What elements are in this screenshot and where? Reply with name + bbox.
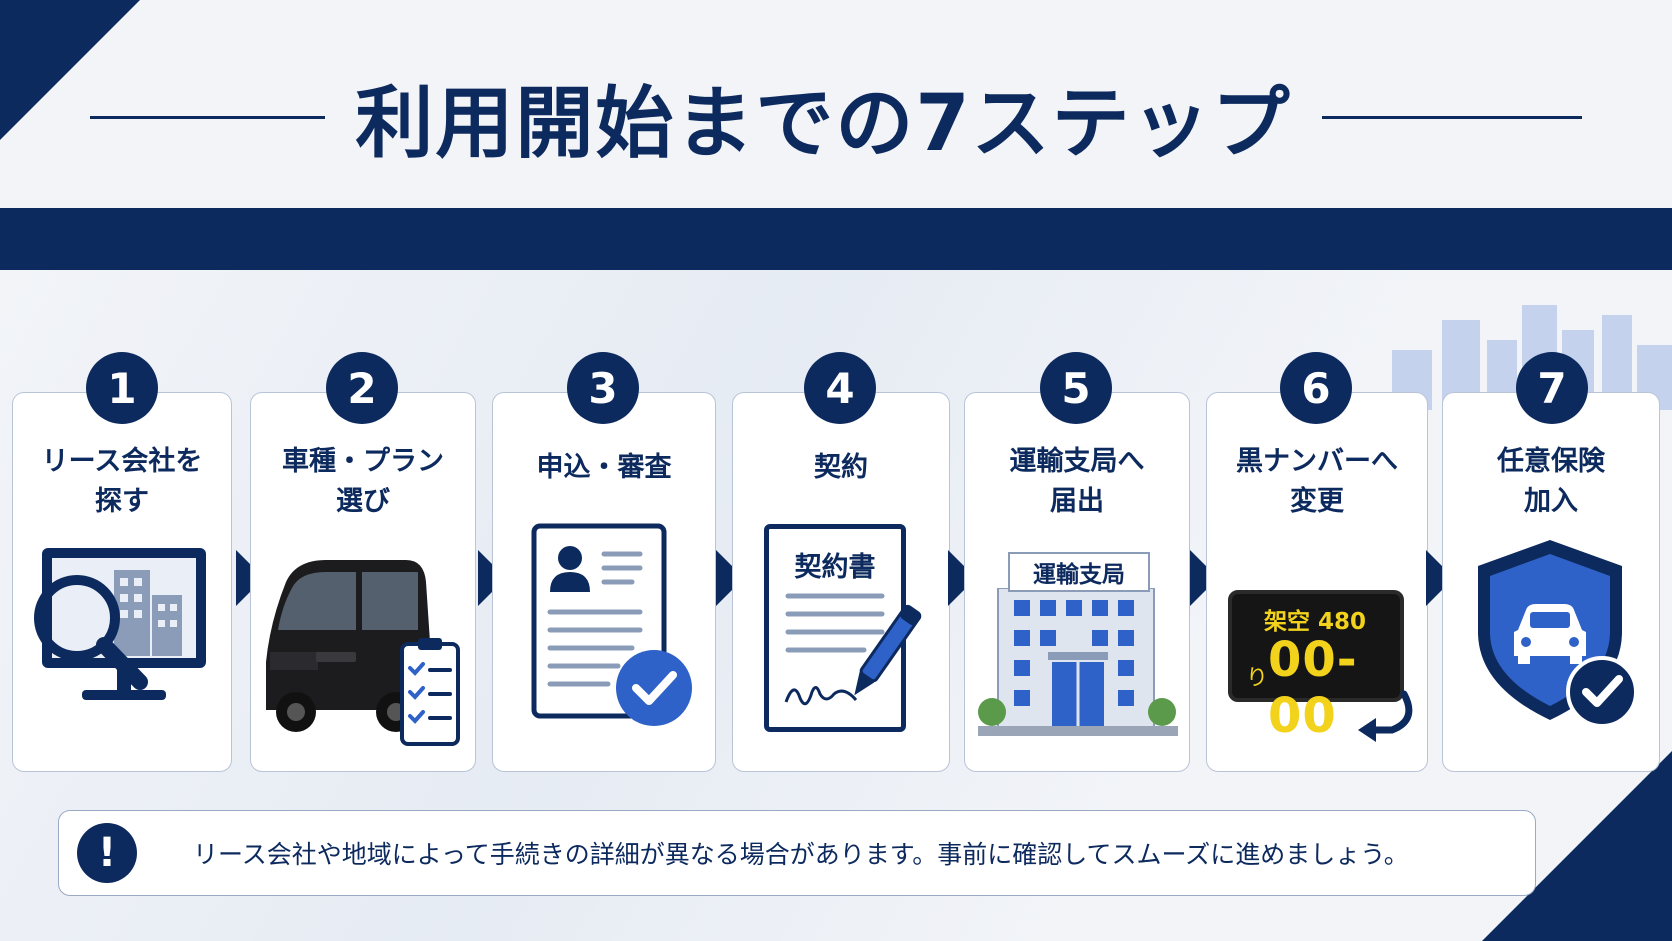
step-label-3-line1: 申込・審査: [536, 452, 672, 483]
government-building-icon: [978, 588, 1178, 736]
step-number-6: 6: [1280, 352, 1352, 424]
step-number-7: 7: [1516, 352, 1588, 424]
step-label-6: 黒ナンバーへ 変更: [1206, 442, 1428, 522]
insurance-shield-car-icon: [1478, 540, 1638, 728]
step-label-7-line2: 加入: [1524, 486, 1578, 517]
building-sign-text: 運輸支局: [1033, 562, 1125, 588]
step-label-7: 任意保険 加入: [1442, 442, 1660, 522]
step-label-3: 申込・審査: [492, 448, 716, 488]
step-label-4-line1: 契約: [814, 452, 868, 483]
title-rule-left: [90, 115, 326, 119]
step-label-2: 車種・プラン 選び: [250, 442, 476, 522]
plate-number: 00-00: [1268, 632, 1358, 744]
plate-top-text: 架空 480: [1264, 609, 1367, 635]
building-sign: 運輸支局: [1008, 552, 1150, 592]
step-number-4: 4: [804, 352, 876, 424]
step-label-6-line1: 黒ナンバーへ: [1236, 446, 1398, 477]
step-label-5: 運輸支局へ 届出: [964, 442, 1190, 522]
step-label-7-line1: 任意保険: [1497, 446, 1605, 477]
step-label-2-line2: 選び: [336, 486, 390, 517]
page-title: 利用開始までの7ステップ: [355, 79, 1292, 169]
application-form-check-icon: [531, 523, 692, 726]
step-label-1-line2: 探す: [95, 486, 149, 517]
step-label-1-line1: リース会社を: [41, 446, 203, 477]
title-row: 利用開始までの7ステップ: [0, 62, 1672, 172]
contract-document-title: 契約書: [794, 552, 876, 583]
step-label-5-line2: 届出: [1050, 486, 1104, 517]
title-rule-right: [1321, 115, 1582, 119]
return-arrow-icon: [1358, 690, 1413, 742]
notice-text: リース会社や地域によって手続きの詳細が異なる場合があります。事前に確認してスムー…: [193, 840, 1409, 869]
van-checklist-icon: [266, 560, 460, 746]
step-number-3: 3: [567, 352, 639, 424]
step-number-1: 1: [86, 352, 158, 424]
step-label-2-line1: 車種・プラン: [282, 446, 444, 477]
step-number-5: 5: [1040, 352, 1112, 424]
step-label-6-line2: 変更: [1290, 486, 1344, 517]
exclamation-icon: !: [77, 823, 137, 883]
step-label-1: リース会社を 探す: [12, 442, 232, 522]
step-label-5-line1: 運輸支局へ: [1009, 446, 1145, 477]
plate-kana: り: [1246, 666, 1269, 691]
step-card-6: [1206, 392, 1428, 772]
step-label-4: 契約: [732, 448, 950, 488]
black-license-plate-icon: 架空 480 り 00-00: [1228, 590, 1404, 744]
header-band: [0, 208, 1672, 270]
step-number-2: 2: [326, 352, 398, 424]
search-building-monitor-icon: [34, 548, 206, 700]
notice-box: ! リース会社や地域によって手続きの詳細が異なる場合があります。事前に確認してス…: [58, 810, 1536, 896]
contract-pen-icon: [784, 593, 922, 706]
